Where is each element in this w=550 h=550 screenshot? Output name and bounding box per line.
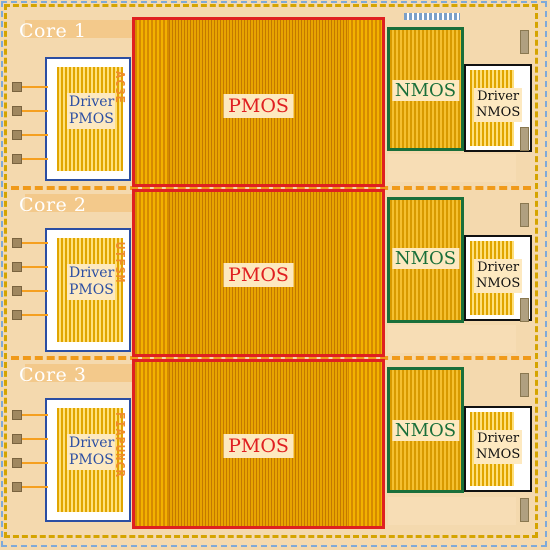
driver-pmos-line-2: PMOS [69, 452, 114, 468]
io-pad [12, 310, 22, 320]
io-pad [12, 82, 22, 92]
core-spacer [388, 154, 516, 182]
io-wire [22, 462, 48, 464]
io-pad [12, 410, 22, 420]
io-pad [12, 154, 22, 164]
core-label-background [25, 20, 143, 38]
driver-pmos-line-1: Driver [69, 435, 115, 451]
driver-pmos-label: Driver PMOS [67, 264, 115, 300]
nmos-array: NMOS [387, 367, 464, 493]
nmos-array: NMOS [387, 27, 464, 151]
core-1-block: Core 1 [11, 14, 531, 190]
io-wire [22, 158, 48, 160]
driver-nmos-line-1: Driver [477, 260, 520, 275]
io-wire [22, 86, 48, 88]
pmos-array: PMOS [132, 189, 385, 357]
io-pad [520, 373, 529, 397]
top-pad-row [404, 13, 460, 20]
inner-pad-ring [4, 4, 538, 538]
io-pad [12, 262, 22, 272]
io-wire [22, 110, 48, 112]
core-3-block: Core 3 [11, 358, 531, 530]
pmos-label: PMOS [223, 263, 294, 287]
driver-nmos-block: Driver NMOS [464, 406, 532, 492]
io-wire [22, 486, 48, 488]
io-wire [22, 438, 48, 440]
io-pad [520, 127, 529, 151]
driver-nmos-line-2: NMOS [476, 447, 521, 462]
core-2-block: Core 2 [11, 188, 531, 360]
chip-name-label: AC3E [113, 71, 127, 104]
driver-pmos-label: Driver PMOS [67, 434, 115, 470]
driver-pmos-line-2: PMOS [69, 282, 114, 298]
core-label-background [25, 194, 143, 212]
core-label-background [25, 364, 143, 382]
io-wire [22, 266, 48, 268]
io-pad [12, 130, 22, 140]
nmos-label: NMOS [391, 248, 460, 269]
io-pad [12, 106, 22, 116]
driver-pmos-block: Driver PMOS AC3E [45, 57, 131, 181]
driver-nmos-block: Driver NMOS [464, 64, 532, 152]
driver-nmos-line-1: Driver [477, 89, 520, 104]
driver-pmos-block: Driver PMOS UTFSM [45, 228, 131, 352]
driver-pmos-label: Driver PMOS [67, 93, 115, 129]
io-pad [520, 298, 529, 322]
driver-nmos-line-2: NMOS [476, 276, 521, 291]
pmos-label: PMOS [223, 434, 294, 458]
io-pad [12, 238, 22, 248]
driver-nmos-label: Driver NMOS [474, 259, 523, 293]
io-wire [22, 290, 48, 292]
driver-pmos-line-1: Driver [69, 265, 115, 281]
chip-name-label: FIAPUNCR [113, 412, 127, 478]
core-label: Core 2 [19, 194, 87, 216]
driver-pmos-block: Driver PMOS FIAPUNCR [45, 398, 131, 522]
core-spacer [388, 497, 516, 525]
io-pad [520, 203, 529, 227]
io-pad [12, 482, 22, 492]
core-spacer [388, 325, 516, 353]
nmos-array: NMOS [387, 197, 464, 323]
nmos-label: NMOS [391, 420, 460, 441]
io-pad [520, 30, 529, 54]
io-wire [22, 414, 48, 416]
io-wire [22, 314, 48, 316]
io-pad [520, 498, 529, 522]
core-boundary [11, 356, 531, 360]
driver-nmos-line-2: NMOS [476, 105, 521, 120]
driver-nmos-label: Driver NMOS [474, 88, 523, 122]
pmos-array: PMOS [132, 359, 385, 529]
pmos-label: PMOS [223, 94, 294, 118]
io-wire [22, 242, 48, 244]
core-label: Core 3 [19, 364, 87, 386]
driver-pmos-line-1: Driver [69, 94, 115, 110]
chip-name-label: UTFSM [113, 242, 127, 284]
pmos-array: PMOS [132, 17, 385, 187]
driver-nmos-label: Driver NMOS [474, 430, 523, 464]
io-wire [22, 134, 48, 136]
core-label: Core 1 [19, 20, 87, 42]
io-pad [12, 434, 22, 444]
driver-pmos-line-2: PMOS [69, 111, 114, 127]
nmos-label: NMOS [391, 80, 460, 101]
io-pad [12, 458, 22, 468]
driver-nmos-line-1: Driver [477, 431, 520, 446]
core-boundary [11, 186, 531, 190]
io-pad [12, 286, 22, 296]
